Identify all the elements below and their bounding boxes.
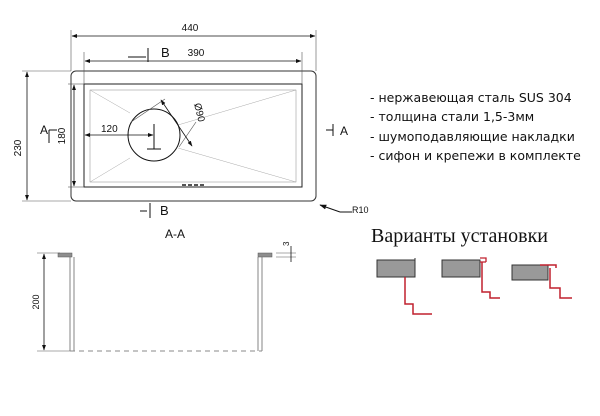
- specs-list: - нержавеющая сталь SUS 304 - толщина ст…: [370, 88, 581, 165]
- dim-line-drain: [160, 99, 193, 147]
- dim-drain-offset: 120: [101, 124, 118, 135]
- dim-depth: 200: [31, 294, 41, 309]
- spec-thickness: - толщина стали 1,5-3мм: [370, 109, 535, 125]
- section-view: A-A 200 3: [31, 227, 296, 352]
- spec-noise-pads: - шумоподавляющие накладки: [370, 128, 575, 144]
- dim-corner-radius: R10: [352, 205, 369, 215]
- dim-drain-diameter: Ø90: [191, 102, 206, 123]
- variant-flush-mount: [376, 258, 432, 315]
- section-mark-b-top: B: [161, 45, 170, 60]
- section-mark-b-bottom: B: [160, 203, 169, 218]
- variant-undermount: [441, 257, 500, 299]
- dim-inner-height: 180: [57, 127, 68, 144]
- radius-leader: [319, 204, 341, 213]
- overflow-slot: [182, 184, 204, 186]
- spec-material: - нержавеющая сталь SUS 304: [370, 90, 572, 105]
- section-mark-a-right: A: [340, 124, 348, 138]
- variant-overmount: [511, 264, 572, 299]
- sink-bowl-outline: [83, 83, 303, 188]
- bowl-slope-lines: [89, 89, 297, 183]
- installation-title: Варианты установки: [371, 225, 548, 247]
- section-mark-a-left: A: [40, 123, 48, 137]
- dim-thickness: 3: [282, 241, 291, 246]
- dim-overall-height: 230: [13, 139, 24, 156]
- sink-outer-outline: [70, 70, 317, 202]
- installation-variants: [376, 257, 572, 315]
- spec-siphon: - сифон и крепежи в комплекте: [370, 147, 581, 163]
- dim-overall-width: 440: [182, 23, 199, 34]
- dim-inner-width: 390: [188, 48, 205, 59]
- section-title: A-A: [165, 227, 185, 241]
- plan-view: 440 390 B 230 180 A 120 Ø90: [13, 23, 369, 218]
